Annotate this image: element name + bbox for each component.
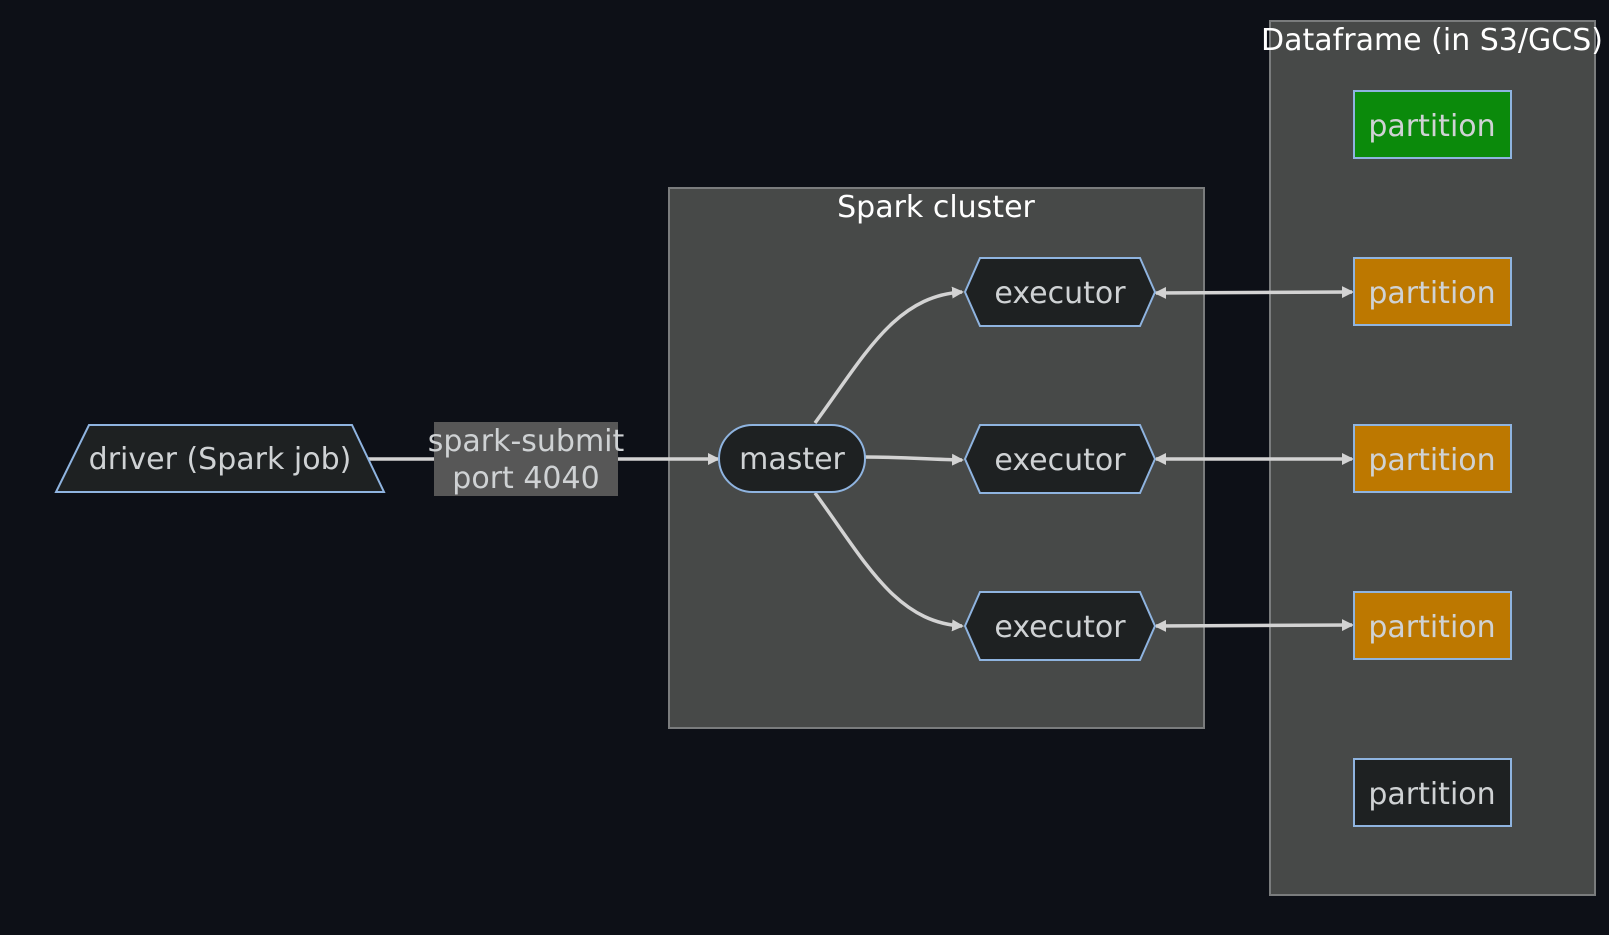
partition-shape	[1353, 591, 1512, 660]
partition-node: partition	[1353, 591, 1512, 660]
partition-shape	[1353, 257, 1512, 326]
master-shape	[718, 424, 866, 493]
edge-master-executor-3	[813, 491, 964, 632]
edges	[368, 286, 1354, 632]
partition-shape	[1353, 90, 1512, 159]
executor-label: executor	[994, 610, 1126, 645]
dataframe-cluster-title: Dataframe (in S3/GCS)	[1261, 23, 1603, 58]
partition-shape	[1353, 424, 1512, 493]
executor-node: executor	[963, 424, 1157, 494]
spark-cluster-title: Spark cluster	[837, 190, 1035, 225]
partition-label: partition	[1368, 276, 1495, 311]
partition-node: partition	[1353, 90, 1512, 159]
edge-master-executor-2	[864, 453, 964, 466]
driver-node: driver (Spark job)	[54, 424, 386, 493]
edge-master-executor-1	[813, 286, 964, 425]
partition-shape	[1353, 758, 1512, 827]
partition-node: partition	[1353, 424, 1512, 493]
executor-shape	[963, 257, 1157, 327]
edge-label-line-1: spark-submit	[428, 424, 625, 459]
partition-node: partition	[1353, 257, 1512, 326]
driver-shape	[54, 424, 386, 493]
edge-label-submit: spark-submit port 4040	[428, 422, 625, 496]
executor-label: executor	[994, 443, 1126, 478]
partition-label: partition	[1368, 610, 1495, 645]
executor-node: executor	[963, 257, 1157, 327]
master-label: master	[739, 442, 845, 477]
executor-node: executor	[963, 591, 1157, 661]
edge-label-line-2: port 4040	[452, 461, 599, 496]
partition-label: partition	[1368, 109, 1495, 144]
master-node: master	[718, 424, 866, 493]
partition-label: partition	[1368, 777, 1495, 812]
executor-shape	[963, 424, 1157, 494]
edge-executor-3-partition	[1154, 619, 1354, 632]
edge-label-background	[434, 422, 618, 496]
executor-label: executor	[994, 276, 1126, 311]
executor-shape	[963, 591, 1157, 661]
partition-node: partition	[1353, 758, 1512, 827]
edge-executor-1-partition	[1154, 286, 1354, 299]
driver-label: driver (Spark job)	[89, 442, 352, 477]
partition-label: partition	[1368, 443, 1495, 478]
